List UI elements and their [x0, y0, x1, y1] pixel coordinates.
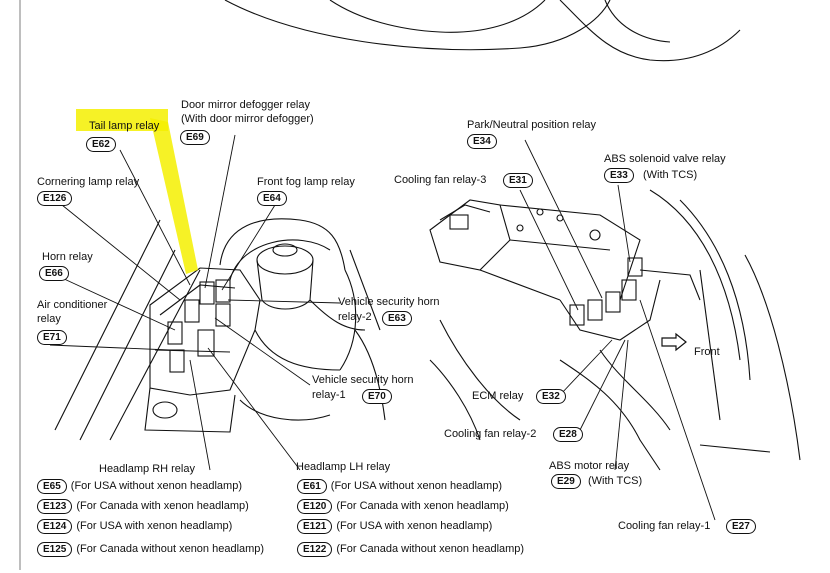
connector-e125: E125: [37, 542, 73, 557]
connector-e61: E61: [297, 479, 327, 494]
connector-e65: E65: [37, 479, 67, 494]
cooling-fan-relay-3-label: Cooling fan relay-3: [394, 174, 487, 186]
headlamp-lh-row: E121(For USA with xenon headlamp): [297, 518, 492, 534]
headlamp-rh-relay-title: Headlamp RH relay: [99, 463, 195, 475]
headlamp-rh-row: E124(For USA with xenon headlamp): [37, 518, 232, 534]
connector-e126: E126: [37, 191, 73, 206]
tail-lamp-relay-label: Tail lamp relay: [89, 120, 160, 132]
headlamp-lh-row: E122(For Canada without xenon headlamp): [297, 541, 524, 557]
connector-e70: E70: [362, 389, 392, 404]
connector-e32: E32: [536, 389, 566, 404]
abs-solenoid-with-tcs: (With TCS): [643, 169, 698, 181]
headlamp-rh-row: E123(For Canada with xenon headlamp): [37, 498, 249, 514]
connector-e64: E64: [257, 191, 287, 206]
connector-e34: E34: [467, 134, 497, 149]
door-mirror-defogger-note: (With door mirror defogger): [181, 113, 314, 125]
connector-e62: E62: [86, 137, 116, 152]
door-mirror-defogger-relay-label: Door mirror defogger relay: [181, 99, 310, 111]
vehicle-security-horn-relay-1-label: Vehicle security horn: [312, 374, 414, 386]
connector-e31: E31: [503, 173, 533, 188]
headlamp-rh-row-text: (For USA with xenon headlamp): [76, 520, 233, 532]
abs-solenoid-valve-relay-label: ABS solenoid valve relay: [604, 153, 726, 165]
front-direction-label: Front: [694, 346, 720, 358]
air-conditioner-relay-label-2: relay: [37, 313, 61, 325]
connector-e29: E29: [551, 474, 581, 489]
headlamp-rh-row: E65(For USA without xenon headlamp): [37, 478, 242, 494]
connector-e27: E27: [726, 519, 756, 534]
air-conditioner-relay-label: Air conditioner: [37, 299, 108, 311]
cornering-lamp-relay-label: Cornering lamp relay: [37, 176, 140, 188]
headlamp-lh-row-text: (For Canada without xenon headlamp): [336, 543, 525, 555]
ecm-relay-label: ECM relay: [472, 390, 524, 402]
connector-e28: E28: [553, 427, 583, 442]
connector-e121: E121: [297, 519, 333, 534]
headlamp-lh-row-text: (For USA with xenon headlamp): [336, 520, 493, 532]
connector-e66: E66: [39, 266, 69, 281]
headlamp-lh-row-text: (For USA without xenon headlamp): [330, 480, 502, 492]
vehicle-security-horn-relay-2-label: Vehicle security horn: [338, 296, 440, 308]
front-fog-lamp-relay-label: Front fog lamp relay: [257, 176, 355, 188]
abs-motor-relay-label: ABS motor relay: [549, 460, 630, 472]
abs-motor-with-tcs: (With TCS): [588, 475, 643, 487]
headlamp-lh-row-text: (For Canada with xenon headlamp): [336, 500, 509, 512]
vehicle-security-horn-relay-2-label-2: relay-2: [338, 311, 372, 323]
connector-e120: E120: [297, 499, 333, 514]
connector-e63: E63: [382, 311, 412, 326]
connector-e69: E69: [180, 130, 210, 145]
connector-e122: E122: [297, 542, 333, 557]
cooling-fan-relay-2-label: Cooling fan relay-2: [444, 428, 537, 440]
headlamp-lh-relay-title: Headlamp LH relay: [296, 461, 391, 473]
headlamp-rh-row-text: (For USA without xenon headlamp): [70, 480, 242, 492]
connector-e33: E33: [604, 168, 634, 183]
headlamp-rh-row-text: (For Canada without xenon headlamp): [76, 543, 265, 555]
vehicle-security-horn-relay-1-label-2: relay-1: [312, 389, 346, 401]
connector-e124: E124: [37, 519, 73, 534]
connector-e123: E123: [37, 499, 73, 514]
cooling-fan-relay-1-label: Cooling fan relay-1: [618, 520, 711, 532]
park-neutral-position-relay-label: Park/Neutral position relay: [467, 119, 597, 131]
horn-relay-label: Horn relay: [42, 251, 93, 263]
headlamp-lh-row: E120(For Canada with xenon headlamp): [297, 498, 509, 514]
highlight-marker: [76, 109, 168, 131]
headlamp-lh-row: E61(For USA without xenon headlamp): [297, 478, 502, 494]
connector-e71: E71: [37, 330, 67, 345]
headlamp-rh-row: E125(For Canada without xenon headlamp): [37, 541, 264, 557]
front-arrow-icon: [661, 332, 687, 352]
headlamp-rh-row-text: (For Canada with xenon headlamp): [76, 500, 249, 512]
